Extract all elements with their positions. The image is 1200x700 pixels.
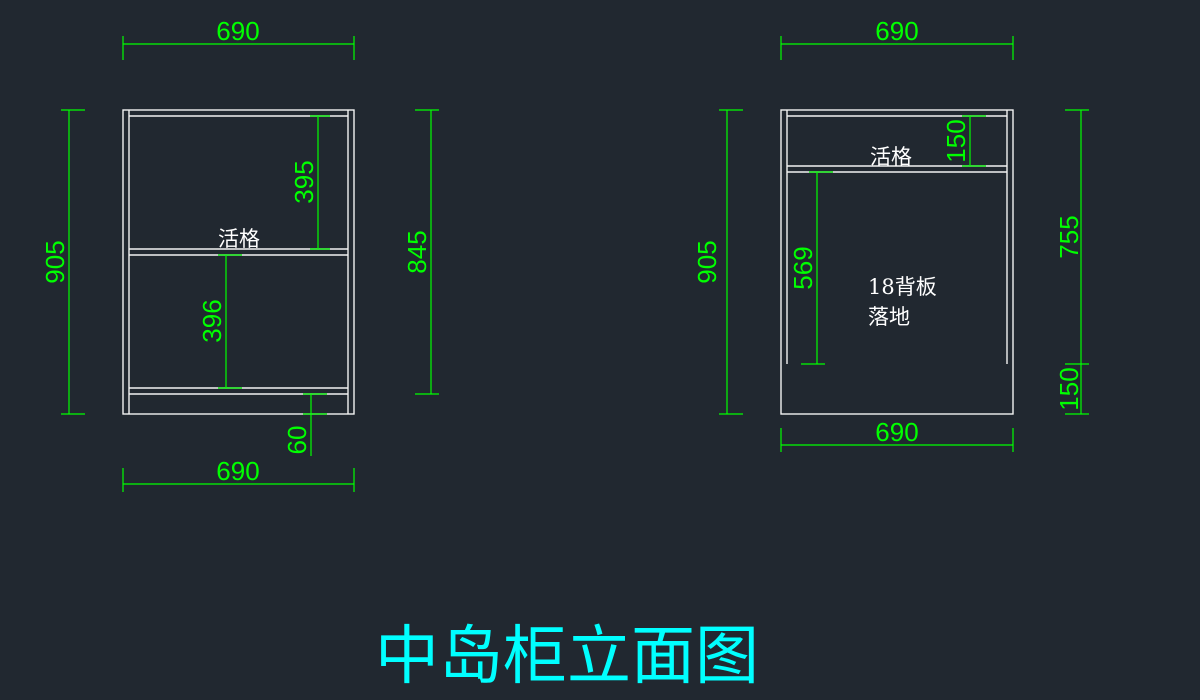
dim-left-kick-text: 60: [282, 426, 312, 455]
dim-left-kick: 60: [282, 393, 327, 456]
dim-left-upper-space-text: 395: [289, 160, 319, 203]
dim-left-lower-space: 396: [197, 254, 242, 389]
left-shelf-label: 活格: [218, 227, 260, 251]
left-cabinet-view: 690 690 905 845 395: [40, 16, 439, 492]
dim-left-width-top-text: 690: [216, 16, 259, 46]
left-cabinet-outline: [122, 109, 355, 415]
dim-right-width-top: 690: [780, 16, 1014, 60]
dim-left-width-bottom-text: 690: [216, 456, 259, 486]
dim-right-top-space-text: 150: [941, 119, 971, 162]
dim-right-height-inner-text: 755: [1054, 215, 1084, 258]
dim-right-height-inner: 755: [1054, 109, 1089, 415]
dim-left-lower-space-text: 396: [197, 299, 227, 342]
dim-left-height-total: 905: [40, 109, 85, 415]
right-shelf-label: 活格: [870, 145, 912, 169]
right-back-label-1: 18背板: [868, 275, 937, 299]
dim-right-opening-text: 569: [788, 246, 818, 289]
dim-right-opening: 569: [788, 171, 833, 365]
dim-left-height-inner: 845: [402, 109, 439, 395]
right-cabinet-view: 690 690 905 755 150: [692, 16, 1089, 452]
right-back-label-2: 落地: [868, 305, 910, 329]
dim-right-top-space: 150: [941, 115, 986, 167]
dim-left-height-inner-text: 845: [402, 230, 432, 273]
drawing-title: 中岛柜立面图: [375, 620, 759, 694]
dim-right-width-top-text: 690: [875, 16, 918, 46]
dim-left-width-bottom: 690: [122, 456, 355, 492]
dim-left-height-total-text: 905: [40, 240, 70, 283]
dim-right-height-total-text: 905: [692, 240, 722, 283]
dim-left-width-top: 690: [122, 16, 355, 60]
dim-right-width-bottom-text: 690: [875, 417, 918, 447]
dim-right-height-total: 905: [692, 109, 743, 415]
dim-left-upper-space: 395: [289, 115, 330, 250]
dim-right-width-bottom: 690: [780, 417, 1014, 452]
dim-right-bottom-space-text: 150: [1054, 367, 1084, 410]
